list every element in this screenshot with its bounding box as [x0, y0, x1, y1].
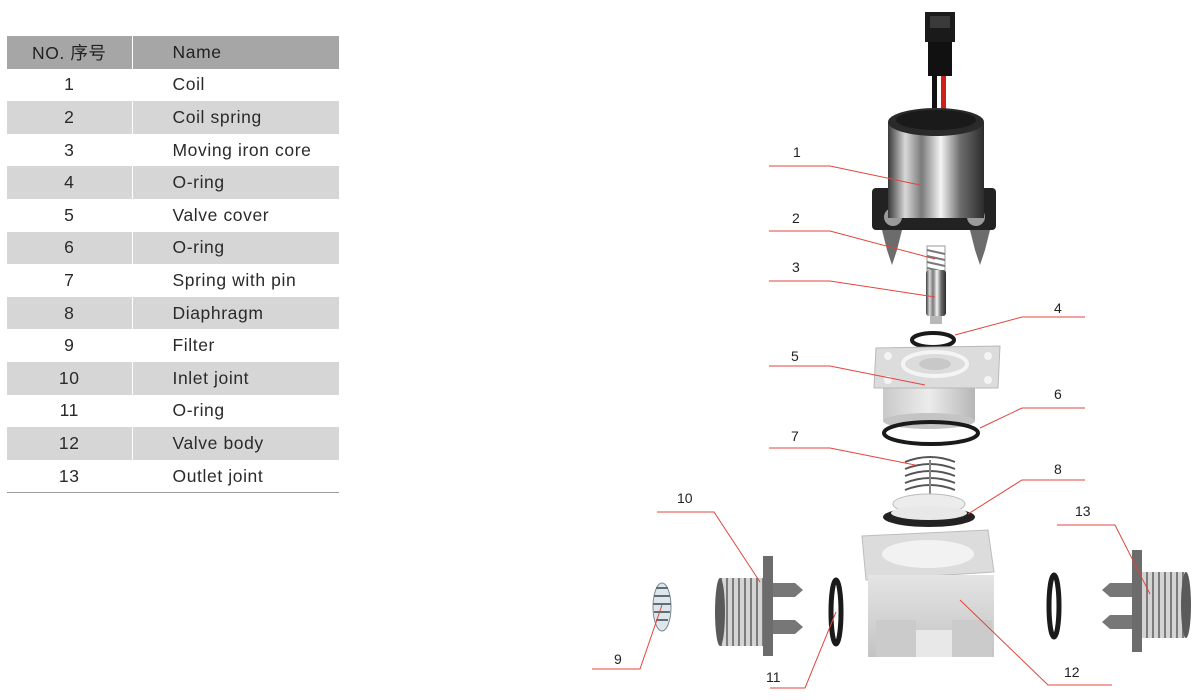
header-number: NO. 序号	[7, 36, 133, 69]
coil-can	[888, 122, 984, 218]
o-ring-6	[882, 420, 980, 446]
coil	[872, 12, 996, 265]
row-name: Coil	[172, 74, 206, 95]
table-row: 7 Spring with pin	[7, 264, 339, 297]
row-number: 13	[7, 459, 133, 494]
row-number: 8	[7, 296, 133, 330]
row-number: 9	[7, 329, 133, 362]
coil-screw-right	[970, 230, 990, 265]
callout-8: 8	[1054, 461, 1062, 477]
table-row: 5 Valve cover	[7, 198, 339, 232]
leader-line-3	[769, 280, 936, 298]
leader-line-1	[769, 165, 921, 186]
row-number: 7	[7, 264, 133, 297]
table-row: 9 Filter	[7, 329, 339, 362]
spring-with-pin	[904, 456, 956, 496]
row-name: Moving iron core	[172, 139, 312, 160]
table-row: 11 O-ring	[7, 394, 339, 428]
row-name: Valve cover	[172, 204, 270, 225]
valve-body	[861, 529, 995, 657]
row-name: O-ring	[132, 166, 339, 199]
row-number: 6	[7, 231, 133, 265]
callout-13: 13	[1075, 503, 1091, 519]
callout-1: 1	[793, 144, 801, 160]
row-number: 5	[7, 198, 133, 232]
leader-line-5	[769, 365, 926, 386]
callout-5: 5	[791, 348, 799, 364]
coil-can-top-face	[896, 110, 976, 130]
valve-cover	[873, 345, 1001, 429]
leader-line-13	[1057, 524, 1151, 595]
table-row: 3 Moving iron core	[7, 133, 339, 167]
leader-line-9	[592, 604, 663, 670]
row-number: 3	[7, 133, 133, 167]
leader-line-7	[769, 447, 916, 466]
row-name: Inlet joint	[132, 361, 339, 395]
connector-neck	[928, 42, 952, 76]
callout-3: 3	[792, 259, 800, 275]
callout-7: 7	[791, 428, 799, 444]
wire-black	[932, 76, 937, 138]
callout-10: 10	[677, 490, 693, 506]
leader-line-12	[959, 599, 1112, 686]
leader-line-2	[769, 230, 936, 260]
row-name: Diaphragm	[132, 296, 339, 330]
row-name: Spring with pin	[172, 269, 297, 290]
moving-iron-core	[926, 270, 946, 324]
row-number: 1	[7, 68, 133, 102]
row-name: O-ring	[172, 400, 225, 421]
leader-line-4	[954, 316, 1085, 336]
row-number: 10	[7, 361, 133, 395]
leader-line-11	[770, 611, 837, 689]
callout-11: 11	[766, 669, 781, 685]
table-header-row: NO. 序号 Name	[7, 36, 339, 69]
inlet-joint	[715, 556, 803, 656]
header-name: Name	[132, 36, 339, 69]
leader-line-8	[967, 479, 1085, 515]
o-ring-outlet	[1046, 572, 1062, 640]
leader-line-10	[657, 511, 761, 583]
row-number: 2	[7, 101, 133, 134]
connector-plug-face	[930, 16, 950, 28]
callout-9: 9	[614, 651, 622, 667]
row-name: Valve body	[132, 427, 339, 460]
table-row: 1 Coil	[7, 68, 339, 102]
row-number: 11	[7, 394, 133, 428]
row-name: Outlet joint	[132, 459, 339, 494]
callout-4: 4	[1054, 300, 1062, 316]
o-ring-11	[828, 577, 844, 647]
wire-red	[941, 76, 946, 138]
callout-12: 12	[1064, 664, 1080, 680]
leader-line-6	[979, 407, 1085, 429]
callout-6: 6	[1054, 386, 1062, 402]
callout-2: 2	[792, 210, 800, 226]
row-number: 4	[7, 166, 133, 199]
diaphragm	[883, 493, 975, 527]
o-ring-4	[910, 331, 956, 349]
row-name: Filter	[172, 335, 215, 356]
row-name: O-ring	[132, 231, 339, 265]
row-number: 12	[7, 427, 133, 460]
outlet-joint	[1102, 550, 1191, 652]
row-name: Coil spring	[132, 101, 339, 134]
